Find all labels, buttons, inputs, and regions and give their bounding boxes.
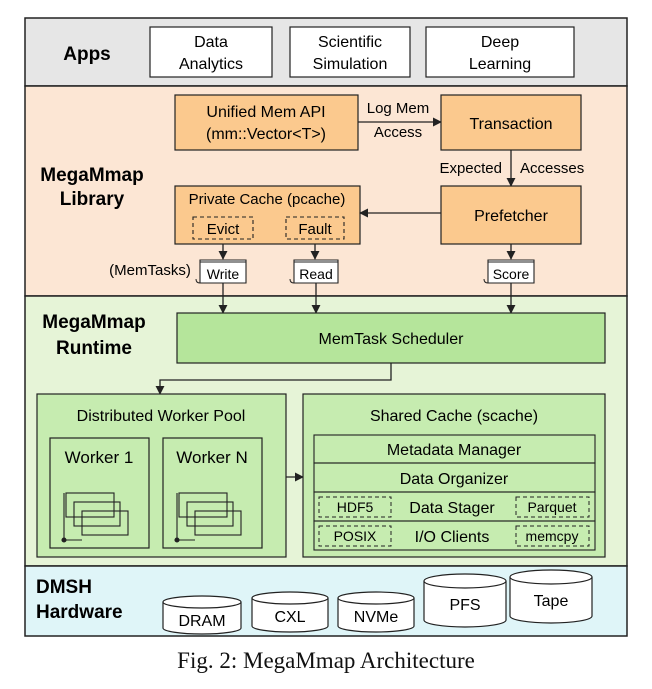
runtime-label-line1: MegaMmap <box>42 312 145 333</box>
prefetcher-label: Prefetcher <box>474 208 548 225</box>
worker-1-box <box>49 437 150 549</box>
posix-box <box>318 525 392 547</box>
worker-pool-label: Distributed Worker Pool <box>77 408 246 425</box>
worker-n-scroll-icon <box>174 492 242 543</box>
data-stager-label: Data Stager <box>409 500 495 517</box>
library-label-line1: MegaMmap <box>40 165 143 186</box>
scheduler-to-pool-arrow <box>155 363 392 395</box>
score-scroll: Score <box>483 259 535 284</box>
cxl-cylinder: CXL <box>251 591 329 633</box>
io-clients-row <box>313 520 596 551</box>
metadata-manager-label: Metadata Manager <box>387 442 522 459</box>
hardware-label-line1: DMSH <box>36 577 92 598</box>
unified-mem-api-line2: (mm::Vector<T>) <box>206 126 326 143</box>
app-data-analytics-line1: Data <box>194 34 228 51</box>
fault-box <box>285 216 345 240</box>
memcpy-box <box>515 525 590 547</box>
tape-label: Tape <box>534 593 569 610</box>
unified-mem-api-box <box>174 94 359 151</box>
memtask-scheduler-label: MemTask Scheduler <box>319 331 465 348</box>
accesses-label: Accesses <box>520 160 584 177</box>
private-cache-box <box>174 185 361 245</box>
expected-label: Expected <box>439 160 502 177</box>
read-label: Read <box>299 266 332 282</box>
app-scientific-simulation-line2: Simulation <box>313 56 388 73</box>
app-scientific-simulation <box>289 26 411 78</box>
transaction-label: Transaction <box>470 116 553 133</box>
memtask-scheduler-box <box>176 312 606 364</box>
score-label: Score <box>493 266 530 282</box>
transaction-box <box>440 94 582 151</box>
evict-label: Evict <box>207 221 240 238</box>
nvme-cylinder: NVMe <box>337 591 415 633</box>
worker-1-scroll-icon <box>61 492 129 543</box>
app-scientific-simulation-line1: Scientific <box>318 34 382 51</box>
hardware-label-line2: Hardware <box>36 602 123 623</box>
parquet-label: Parquet <box>527 499 576 515</box>
evict-box <box>192 216 254 240</box>
memcpy-label: memcpy <box>526 528 579 544</box>
memtasks-label: (MemTasks) <box>109 262 191 279</box>
app-deep-learning-line2: Learning <box>469 56 531 73</box>
worker-n-box <box>162 437 263 549</box>
parquet-box <box>515 496 590 518</box>
worker-pool-box <box>36 393 287 558</box>
prefetcher-box <box>440 185 582 245</box>
apps-label: Apps <box>63 44 111 65</box>
pfs-cylinder: PFS <box>423 573 507 628</box>
shared-cache-box <box>302 393 606 558</box>
hdf5-box <box>318 496 392 518</box>
data-organizer-label: Data Organizer <box>400 471 509 488</box>
private-cache-label: Private Cache (pcache) <box>189 191 346 208</box>
shared-cache-label: Shared Cache (scache) <box>370 408 538 425</box>
nvme-label: NVMe <box>354 609 399 626</box>
posix-label: POSIX <box>334 528 377 544</box>
figure-caption: Fig. 2: MegaMmap Architecture <box>177 648 475 673</box>
fault-label: Fault <box>298 221 332 238</box>
cxl-label: CXL <box>274 609 305 626</box>
dram-label: DRAM <box>178 613 225 630</box>
tape-cylinder: Tape <box>509 569 593 624</box>
pfs-label: PFS <box>449 597 480 614</box>
app-data-analytics <box>149 26 273 78</box>
app-deep-learning-line1: Deep <box>481 34 519 51</box>
write-label: Write <box>207 266 240 282</box>
log-mem-label-line1: Log Mem <box>367 100 430 117</box>
hdf5-label: HDF5 <box>337 499 374 515</box>
io-clients-label: I/O Clients <box>415 529 490 546</box>
unified-mem-api-line1: Unified Mem API <box>206 104 325 121</box>
write-scroll: Write <box>195 259 247 284</box>
worker-1-label: Worker 1 <box>65 448 134 467</box>
app-data-analytics-line2: Analytics <box>179 56 243 73</box>
runtime-label-line2: Runtime <box>56 338 132 359</box>
library-label-line2: Library <box>60 189 125 210</box>
architecture-diagram: Apps Data Analytics Scientific Simulatio… <box>24 17 628 637</box>
app-deep-learning <box>425 26 575 78</box>
log-mem-label-line2: Access <box>374 124 422 141</box>
read-scroll: Read <box>289 259 339 284</box>
dram-cylinder: DRAM <box>162 595 242 635</box>
worker-n-label: Worker N <box>176 448 247 467</box>
